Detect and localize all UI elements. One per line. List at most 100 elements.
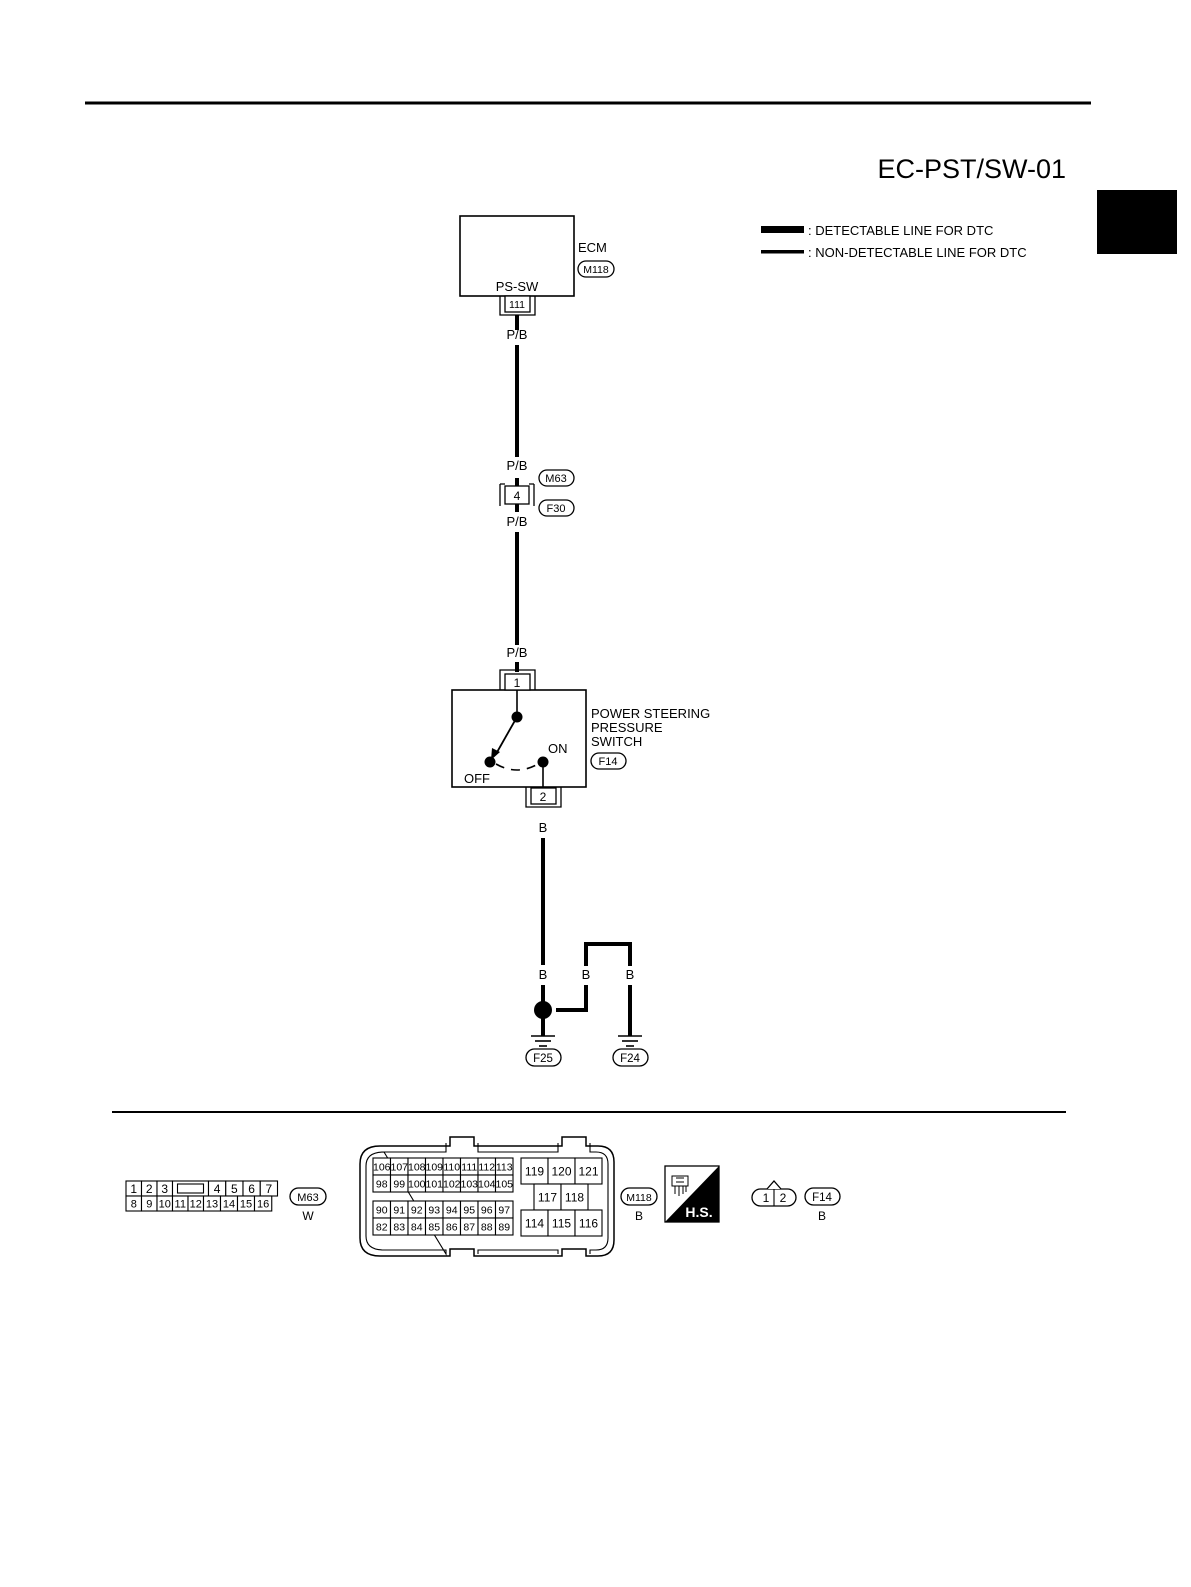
switch-label-line1: POWER STEERING [591, 706, 710, 721]
m118-badge [620, 1187, 658, 1206]
m118-pin-cell [494, 1174, 514, 1193]
m118-pin-number: 98 [376, 1178, 388, 1190]
ground-symbol-right [618, 1035, 642, 1047]
ground-symbol-left [531, 1035, 555, 1047]
joint-connector-top-label: M63 [545, 473, 566, 485]
wire-color-label: B [539, 967, 548, 982]
wire-color-label: P/B [507, 458, 528, 473]
m118-pin-number: 109 [425, 1161, 443, 1173]
m118-pin-number: 116 [579, 1216, 598, 1230]
m118-pin-number: 111 [461, 1161, 477, 1173]
m118-pin-number: 86 [446, 1221, 458, 1233]
m118-pin-number: 93 [428, 1204, 440, 1216]
m63-badge [289, 1187, 327, 1206]
m118-pin-cell [547, 1157, 576, 1185]
legend-detectable-label: : DETECTABLE LINE FOR DTC [808, 223, 993, 238]
m118-pin-number: 104 [478, 1178, 496, 1190]
m63-pin-number: 5 [231, 1182, 238, 1196]
switch-connector-label: F14 [599, 756, 618, 768]
switch-travel-dashes [495, 763, 539, 771]
f14-id-label: F14 [812, 1192, 832, 1204]
m63-pin-number: 16 [257, 1198, 269, 1210]
m63-pin-number: 6 [248, 1182, 255, 1196]
m118-pin-number: 112 [478, 1161, 495, 1173]
m118-color-label: B [635, 1209, 643, 1223]
m63-pin-number: 9 [146, 1198, 152, 1210]
m118-pin-number: 95 [463, 1204, 475, 1216]
side-tab [1097, 190, 1177, 254]
m118-pin-number: 100 [408, 1178, 426, 1190]
switch-connector-badge [590, 752, 627, 770]
m118-pin-number: 88 [481, 1221, 493, 1233]
m63-pin-cell [253, 1195, 273, 1212]
connector-face-f14: 1 2 [751, 1180, 797, 1207]
diagram-id: EC-PST/SW-01 [877, 154, 1066, 184]
m63-pin-number: 4 [214, 1182, 221, 1196]
ground-right-label: F24 [620, 1053, 640, 1065]
joint-connector-bottom-badge [538, 499, 575, 517]
wire-color-label: P/B [507, 514, 528, 529]
f14-pin: 1 [763, 1191, 770, 1205]
m118-pin-number: 87 [463, 1221, 475, 1233]
m118-id-label: M118 [626, 1192, 652, 1204]
switch-off-label: OFF [464, 771, 490, 786]
ecm-connector-badge [577, 260, 615, 278]
m118-pin-number: 85 [428, 1221, 440, 1233]
switch-pin-bottom-number: 2 [540, 790, 547, 804]
m118-pin-number: 107 [390, 1161, 408, 1173]
m118-pin-number: 113 [496, 1161, 513, 1173]
ecm-label: ECM [578, 240, 607, 255]
switch-pin-bottom-bracket [525, 787, 562, 808]
m118-pin-number: 114 [525, 1216, 544, 1230]
ground-left-label: F25 [533, 1053, 553, 1065]
ground-jumper-wire [584, 942, 632, 966]
m63-pin-number: 10 [159, 1198, 171, 1210]
m118-pin-number: 106 [373, 1161, 391, 1173]
m63-pin-number: 2 [146, 1182, 153, 1196]
joint-pin-number: 4 [514, 489, 521, 503]
m63-pin-number: 7 [266, 1182, 273, 1196]
m118-pin-number: 119 [525, 1164, 544, 1178]
m63-id-label: M63 [297, 1192, 318, 1204]
harness-side-icon: H.S. [664, 1165, 720, 1223]
switch-arm-arrowhead [491, 748, 500, 760]
m118-pin-cell [574, 1209, 603, 1237]
m118-pin-number: 110 [443, 1161, 460, 1173]
m118-pin-number: 118 [565, 1190, 584, 1204]
m118-pin-number: 82 [376, 1221, 388, 1233]
wire-color-label: B [626, 967, 635, 982]
hs-label: H.S. [685, 1204, 712, 1220]
m118-pin-number: 102 [443, 1178, 461, 1190]
m118-pin-number: 117 [538, 1190, 557, 1204]
m63-pin-number: 11 [175, 1198, 186, 1210]
m63-pin-number: 3 [161, 1182, 168, 1196]
m118-pin-number: 83 [393, 1221, 405, 1233]
ground-splice [534, 1001, 552, 1019]
wire-color-label: P/B [507, 327, 528, 342]
switch-pin-top-bracket [499, 669, 536, 690]
connector-face-m118-housing [359, 1136, 615, 1257]
legend-non-detectable-label: : NON-DETECTABLE LINE FOR DTC [808, 245, 1027, 260]
switch-pin-top-number: 1 [514, 676, 521, 690]
m63-pin-number: 13 [206, 1198, 218, 1210]
m118-pin-number: 97 [498, 1204, 510, 1216]
switch-pin-bottom-box [530, 787, 557, 805]
m118-pin-number: 84 [411, 1221, 423, 1233]
m63-pin-number: 8 [131, 1198, 137, 1210]
ground-jumper-wire [556, 985, 588, 1012]
m63-pin-number: 15 [240, 1198, 252, 1210]
ground-left-badge [525, 1048, 562, 1067]
m118-pin-number: 94 [446, 1204, 458, 1216]
m63-color-label: W [302, 1209, 314, 1223]
legend-non-detectable-swatch [761, 250, 804, 254]
f14-pin: 2 [780, 1191, 787, 1205]
m118-pin-cell [520, 1157, 549, 1185]
m63-pin-number: 12 [190, 1198, 202, 1210]
joint-connector-bottom-label: F30 [547, 503, 566, 515]
m118-pin-cell [533, 1183, 562, 1211]
wire-color-label: B [582, 967, 591, 982]
ecm-pin-number: 111 [509, 299, 525, 311]
switch-arm [495, 716, 518, 755]
